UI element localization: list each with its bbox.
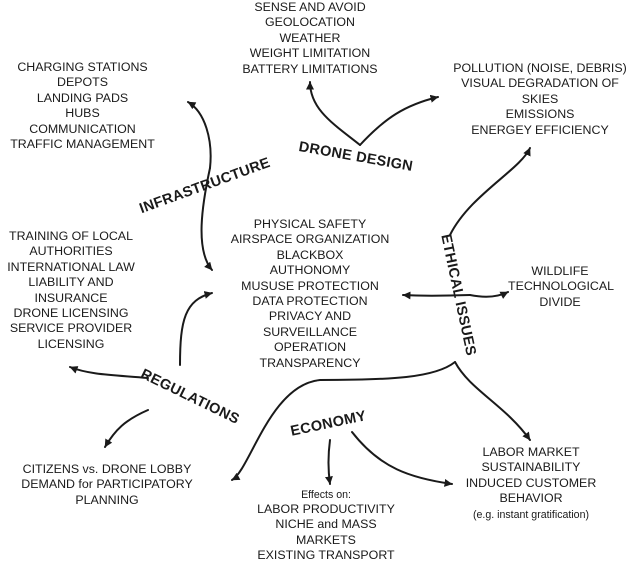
infrastructure-item: COMMUNICATION <box>29 121 136 136</box>
arrow-ethics-to-labor <box>454 361 531 441</box>
infrastructure-item: LANDING PADS <box>36 90 129 105</box>
environment-items: POLLUTION (NOISE, DEBRIS) VISUAL DEGRADA… <box>440 61 640 138</box>
drone-design-item: BATTERY LIMITATIONS <box>242 61 378 76</box>
labor-item: SUSTAINABILITY <box>481 460 581 475</box>
economy-effect-item: NICHE and MASS <box>275 517 377 532</box>
drone-design-item: GEOLOCATION <box>265 15 355 30</box>
citizens-item: DEMAND for PARTICIPATORY <box>21 477 193 492</box>
wildlife-item: DIVIDE <box>539 294 581 309</box>
regulations-item: INSURANCE <box>34 290 108 305</box>
central-item: AIRSPACE ORGANIZATION <box>230 232 390 247</box>
arrow-economy-to-effects <box>324 439 333 485</box>
economy-effect-item: EXISTING TRANSPORT <box>257 548 395 563</box>
economy-effect-item: LABOR PRODUCTIVITY <box>257 502 395 516</box>
labor-item: INDUCED CUSTOMER <box>465 475 597 490</box>
environment-item: EMISSIONS <box>505 107 575 122</box>
regulations-item: LICENSING <box>37 336 105 351</box>
regulations-item: LIABILITY AND <box>28 275 114 290</box>
economy-effects-items: LABOR PRODUCTIVITY NICHE and MASS MARKET… <box>250 502 402 564</box>
central-item: BLACKBOX <box>276 247 344 262</box>
wildlife-item: TECHNOLOGICAL <box>508 279 615 294</box>
citizens-item: CITIZENS vs. DRONE LOBBY <box>22 462 192 476</box>
arrow-design-to-environment <box>359 94 439 146</box>
environment-item: VISUAL DEGRADATION OF <box>461 76 619 91</box>
citizens-item: PLANNING <box>75 492 139 507</box>
arrow-regs-to-citizens <box>104 409 149 448</box>
regulations-item: AUTHORITIES <box>29 244 113 259</box>
arrow-infra-to-center <box>200 167 213 271</box>
infrastructure-item: CHARGING STATIONS <box>17 60 148 74</box>
economy-effects-heading: Effects on: <box>301 489 351 501</box>
labor-items: LABOR MARKET SUSTAINABILITY INDUCED CUST… <box>448 445 614 507</box>
arrow-ethics-to-environment <box>449 147 531 236</box>
arrow-regs-to-list <box>69 366 149 379</box>
arrow-economy-to-labor <box>351 431 453 487</box>
arrow-ethics-to-citizens <box>231 361 456 481</box>
central-item: PHYSICAL SAFETY <box>253 217 367 231</box>
central-item: OPERATION <box>273 340 347 355</box>
environment-item: SKIES <box>521 91 559 106</box>
central-concerns: PHYSICAL SAFETY AIRSPACE ORGANIZATION BL… <box>215 217 405 371</box>
drone-design-item: WEIGHT LIMITATION <box>249 46 371 61</box>
arrow-infra-to-list <box>187 101 212 169</box>
labor-item: LABOR MARKET <box>482 445 580 459</box>
regulations-items: TRAINING OF LOCAL AUTHORITIES INTERNATIO… <box>0 229 142 352</box>
environment-item: ENERGEY EFFICIENCY <box>471 122 609 137</box>
wildlife-item: WILDLIFE <box>531 264 589 278</box>
arrow-design-to-specs <box>306 81 361 146</box>
regulations-item: SERVICE PROVIDER <box>9 321 133 336</box>
infrastructure-item: HUBS <box>65 106 100 121</box>
arrow-ethics-to-wildlife <box>469 291 509 299</box>
infrastructure-item: DEPOTS <box>57 75 108 90</box>
arrow-ethics-to-center <box>402 291 471 300</box>
central-item: SURVEILLANCE <box>262 324 358 339</box>
central-item: AUTHONOMY <box>269 263 351 278</box>
regulations-item: DRONE LICENSING <box>13 306 129 321</box>
regulations-item: INTERNATIONAL LAW <box>7 259 135 274</box>
citizens-items: CITIZENS vs. DRONE LOBBY DEMAND for PART… <box>4 462 210 508</box>
labor-item: BEHAVIOR <box>499 491 563 506</box>
infrastructure-item: TRAFFIC MANAGEMENT <box>10 137 155 152</box>
central-item: TRANSPARENCY <box>259 355 361 370</box>
drone-design-item: SENSE AND AVOID <box>254 0 366 14</box>
infrastructure-items: CHARGING STATIONS DEPOTS LANDING PADS HU… <box>0 60 165 152</box>
arrow-regs-to-center <box>179 291 213 366</box>
drone-design-items: SENSE AND AVOID GEOLOCATION WEATHER WEIG… <box>226 0 394 77</box>
regulations-item: TRAINING OF LOCAL <box>9 229 133 243</box>
drone-design-item: WEATHER <box>279 30 341 45</box>
central-item: DATA PROTECTION <box>252 294 368 309</box>
labor-note: (e.g. instant gratification) <box>473 509 589 521</box>
wildlife-items: WILDLIFE TECHNOLOGICAL DIVIDE <box>508 264 615 310</box>
central-item: PRIVACY AND <box>268 309 352 324</box>
economy-effect-item: MARKETS <box>296 532 356 547</box>
environment-item: POLLUTION (NOISE, DEBRIS) <box>453 61 627 75</box>
central-item: MUSUSE PROTECTION <box>241 278 379 293</box>
